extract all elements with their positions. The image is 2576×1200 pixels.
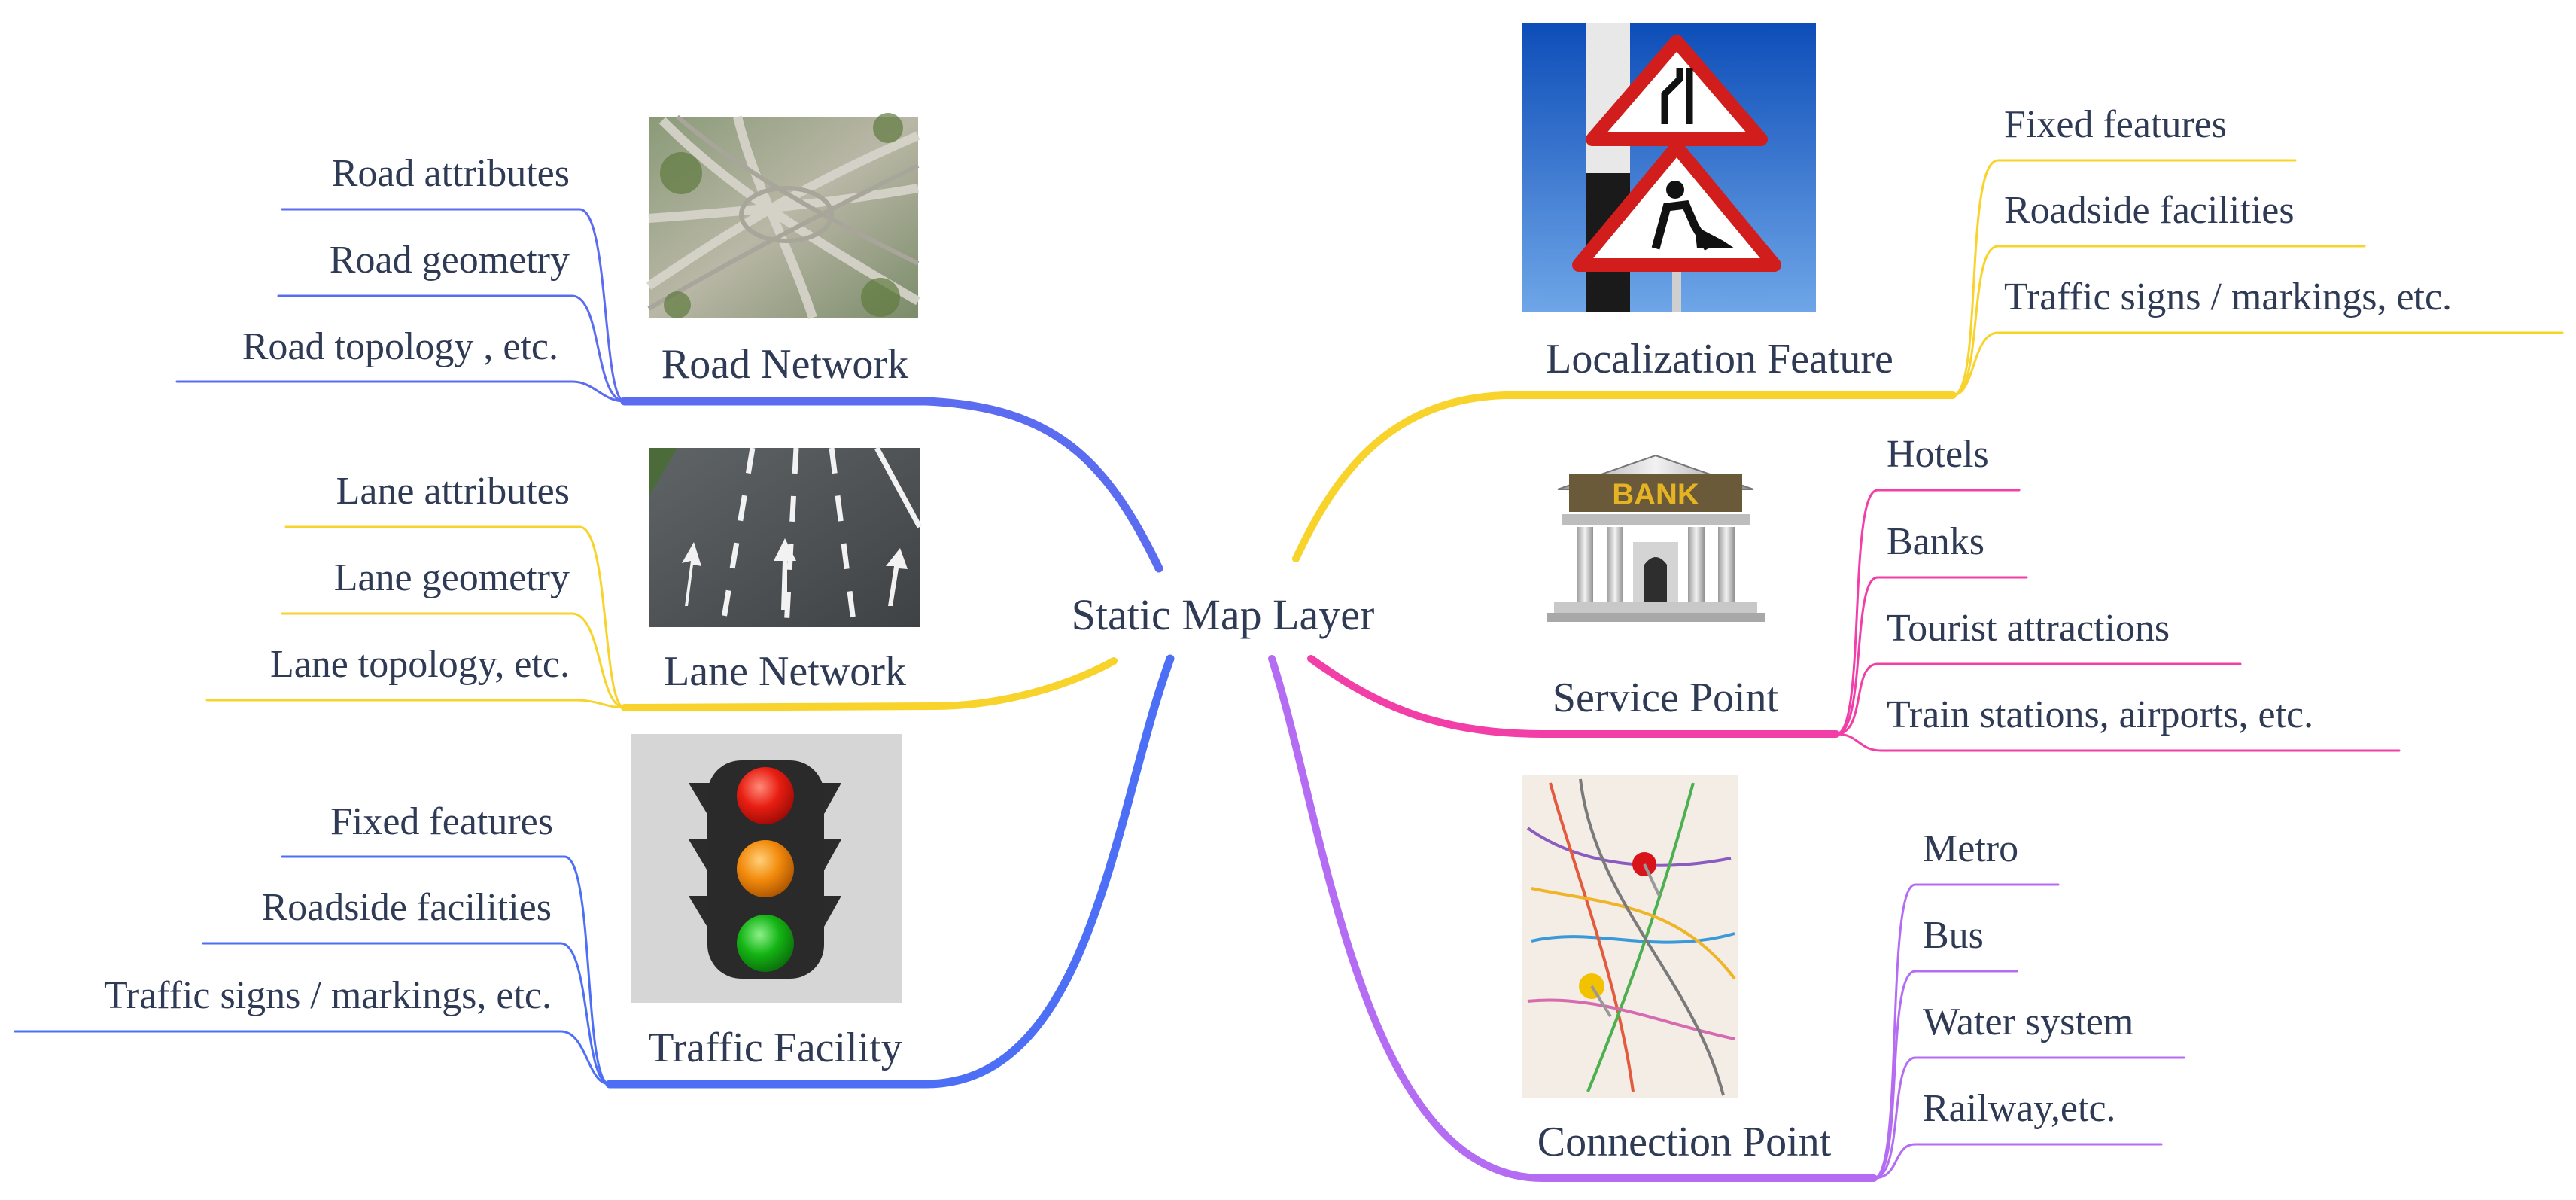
leaf-traffic-signs-markings: Traffic signs / markings, etc. bbox=[104, 974, 552, 1017]
leaf-line-roadside-facilities-left bbox=[202, 942, 611, 1086]
leaf-railway: Railway,etc. bbox=[1923, 1087, 2116, 1130]
leaf-line-roadside-facilities-right bbox=[1951, 245, 2366, 397]
branch-label-connection-point: Connection Point bbox=[1537, 1119, 1832, 1165]
leaf-banks: Banks bbox=[1887, 520, 1984, 563]
leaf-lane-attributes: Lane attributes bbox=[336, 470, 570, 513]
leaf-localization-traffic-signs: Traffic signs / markings, etc. bbox=[2004, 276, 2452, 318]
leaf-localization-fixed-features: Fixed features bbox=[2004, 103, 2227, 146]
road-network-photo bbox=[646, 113, 921, 319]
leaf-line-hotels bbox=[1835, 489, 2021, 736]
lane-network-photo bbox=[649, 446, 923, 628]
connector-service-point bbox=[1307, 655, 1840, 738]
leaf-traffic-roadside-facilities: Roadside facilities bbox=[261, 886, 552, 929]
connector-localization-feature bbox=[1292, 391, 1957, 562]
leaf-lane-topology: Lane topology, etc. bbox=[270, 643, 570, 686]
leaf-line-bus bbox=[1872, 970, 2018, 1180]
leaf-road-topology: Road topology , etc. bbox=[242, 325, 558, 368]
leaf-line-road-geometry bbox=[277, 294, 626, 403]
leaf-train-stations-airports: Train stations, airports, etc. bbox=[1887, 693, 2313, 736]
leaf-road-attributes: Road attributes bbox=[332, 152, 570, 195]
branch-label-lane-network: Lane Network bbox=[664, 648, 906, 695]
bank-building-icon: BANK bbox=[1547, 454, 1765, 622]
leaf-road-geometry: Road geometry bbox=[330, 239, 570, 282]
leaf-line-metro bbox=[1872, 883, 2060, 1180]
branch-label-road-network: Road Network bbox=[661, 341, 908, 388]
leaf-line-water-system bbox=[1872, 1056, 2185, 1180]
traffic-light-icon bbox=[631, 734, 902, 1003]
leaf-lane-geometry: Lane geometry bbox=[334, 556, 570, 599]
connector-road-network bbox=[620, 397, 1163, 573]
leaf-line-road-attributes bbox=[281, 208, 626, 403]
branch-label-service-point: Service Point bbox=[1553, 675, 1779, 721]
branch-label-traffic-facility: Traffic Facility bbox=[648, 1025, 902, 1071]
leaf-line-traffic-signs-right bbox=[1951, 331, 2564, 397]
leaf-line-lane-topology bbox=[205, 699, 626, 709]
leaf-line-road-topology bbox=[175, 380, 626, 403]
connector-connection-point bbox=[1268, 655, 1878, 1182]
connector-traffic-facility bbox=[605, 654, 1175, 1089]
leaf-line-railway bbox=[1872, 1143, 2163, 1180]
road-signs-photo bbox=[1522, 23, 1816, 312]
connector-lane-network bbox=[621, 657, 1118, 711]
central-topic: Static Map Layer bbox=[1072, 590, 1375, 639]
bank-sign-text: BANK bbox=[1612, 478, 1699, 511]
leaf-line-lane-geometry bbox=[281, 612, 626, 709]
leaf-line-banks bbox=[1835, 576, 2028, 736]
metro-map-photo bbox=[1522, 775, 1738, 1098]
leaf-line-fixed-features-right bbox=[1951, 159, 2297, 397]
leaf-line-train-stations bbox=[1835, 732, 2401, 752]
leaf-line-fixed-features-left bbox=[281, 855, 611, 1086]
leaf-line-traffic-signs-left bbox=[14, 1030, 611, 1086]
connectors bbox=[14, 159, 2564, 1182]
leaf-localization-roadside-facilities: Roadside facilities bbox=[2004, 189, 2295, 232]
leaf-traffic-fixed-features: Fixed features bbox=[330, 800, 553, 843]
leaf-tourist-attractions: Tourist attractions bbox=[1887, 607, 2170, 650]
leaf-hotels: Hotels bbox=[1887, 433, 1989, 476]
branch-label-localization-feature: Localization Feature bbox=[1546, 336, 1893, 382]
leaf-line-tourist-attractions bbox=[1835, 662, 2242, 736]
leaf-line-lane-attributes bbox=[284, 525, 626, 709]
leaf-water-system: Water system bbox=[1923, 1001, 2133, 1043]
leaf-bus: Bus bbox=[1923, 914, 1984, 957]
leaf-metro: Metro bbox=[1923, 827, 2018, 870]
